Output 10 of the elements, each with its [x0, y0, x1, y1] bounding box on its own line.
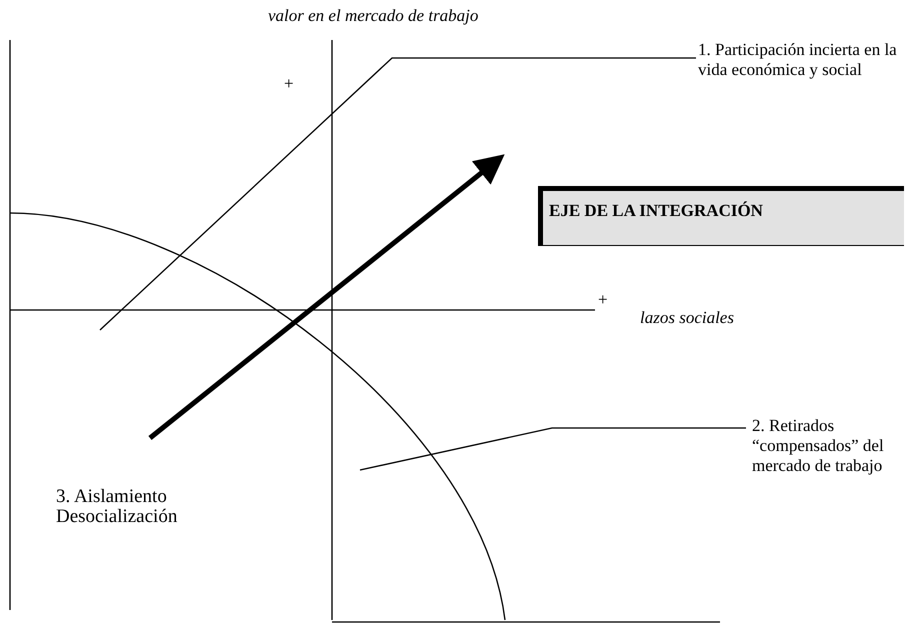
axis-title: valor en el mercado de trabajo — [268, 6, 478, 26]
axis-title: lazos sociales — [640, 308, 734, 328]
title-box: EJE DE LA INTEGRACIÓN — [538, 186, 904, 246]
category-label: 3. Aislamiento Desocialización — [56, 487, 178, 527]
leader-line — [360, 427, 746, 471]
plus-sign: + — [284, 74, 294, 94]
plus-sign: + — [598, 290, 608, 310]
category-label: 2. Retirados “compensados” del mercado de trabajo — [752, 416, 910, 476]
leader-line — [100, 57, 696, 330]
category-label: 1. Participación incierta en la vida económica y social — [698, 40, 908, 80]
